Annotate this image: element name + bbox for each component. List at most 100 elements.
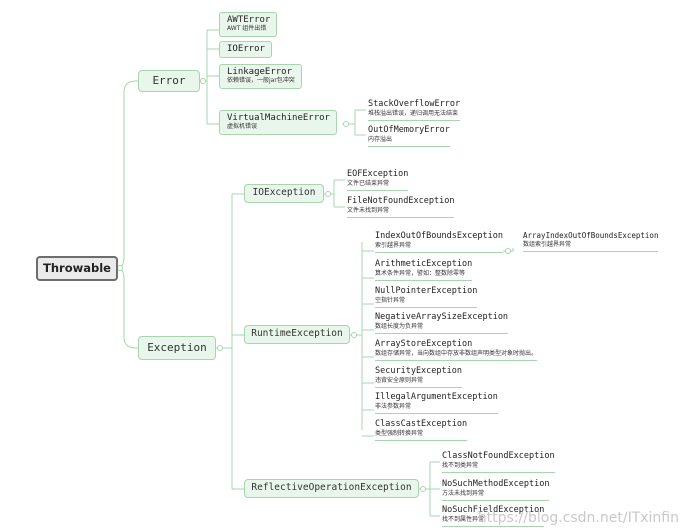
leaf-title: OutOfMemoryError xyxy=(368,125,450,135)
leaf-classnotfoundexception[interactable]: ClassNotFoundException 找不到类异常 xyxy=(442,451,555,473)
connector-root-error xyxy=(117,80,138,269)
leaf-title: ArithmeticException xyxy=(375,259,473,269)
leaf-title: NullPointerException xyxy=(375,286,478,296)
leaf-underline xyxy=(375,279,473,281)
junction-vm xyxy=(343,121,349,127)
branch-node-exception[interactable]: Exception xyxy=(138,336,216,360)
leaf-note: 找不到属性异常 xyxy=(442,515,485,523)
node-virtualmachineerror[interactable]: VirtualMachineError 虚拟机错误 xyxy=(219,110,337,136)
leaf-classcastexception[interactable]: ClassCastException 类型强制转换异常 xyxy=(375,419,468,441)
leaf-underline xyxy=(442,499,550,501)
leaf-note: 数组长度为负异常 xyxy=(375,322,424,330)
node-note: AWT 组件出错 xyxy=(227,25,267,33)
leaf-note: 类型强制转换异常 xyxy=(375,429,424,437)
leaf-title: FileNotFoundException xyxy=(347,196,455,206)
leaf-illegalargumentexception[interactable]: IllegalArgumentException 非法参数异常 xyxy=(375,392,498,414)
leaf-note: 内存溢出 xyxy=(368,135,393,143)
connector-exception-fan xyxy=(216,193,244,490)
node-runtimeexception[interactable]: RuntimeException xyxy=(244,325,350,344)
leaf-title: EOFException xyxy=(347,169,409,179)
leaf-note: 文件未找到异常 xyxy=(347,206,390,214)
leaf-note: 方法未找到异常 xyxy=(442,489,485,497)
junction-index xyxy=(505,248,511,254)
leaf-note: 索引越界异常 xyxy=(375,241,412,249)
branch-label: Error xyxy=(152,73,186,87)
node-title: RuntimeException xyxy=(251,328,343,340)
node-ioerror[interactable]: IOError xyxy=(219,41,272,59)
node-reflectiveoperationexception[interactable]: ReflectiveOperationException xyxy=(244,479,419,498)
node-note: 依赖错误，一般jar包冲突 xyxy=(227,77,295,85)
leaf-underline xyxy=(347,216,455,218)
leaf-outofmemoryerror[interactable]: OutOfMemoryError 内存溢出 xyxy=(368,125,450,147)
branch-label: Exception xyxy=(147,340,207,354)
junction-reflective xyxy=(420,486,426,492)
leaf-underline xyxy=(375,412,498,414)
node-title: AWTError xyxy=(227,15,271,25)
leaf-title: ArrayStoreException xyxy=(375,339,473,349)
leaf-stackoverflowerror[interactable]: StackOverflowError 堆栈溢出错误，递归调用无法结束 xyxy=(368,99,461,121)
leaf-title: NegativeArraySizeException xyxy=(375,312,509,322)
leaf-arrayindexoutofboundsexception[interactable]: ArrayIndexOutOfBoundsException 数组索引越界异常 xyxy=(523,231,659,252)
junction-runtime xyxy=(351,332,357,338)
leaf-underline xyxy=(375,306,478,308)
leaf-note: 文件已结束异常 xyxy=(347,179,390,187)
node-ioexception[interactable]: IOException xyxy=(244,184,324,203)
junction-root xyxy=(117,265,123,271)
connector-index-child xyxy=(503,248,514,252)
leaf-nosuchmethodexception[interactable]: NoSuchMethodException 方法未找到异常 xyxy=(442,479,550,501)
leaf-note: 违背安全原则异常 xyxy=(375,376,424,384)
node-title: ReflectiveOperationException xyxy=(251,482,412,494)
watermark: https://blog.csdn.net/ITxinfin xyxy=(477,510,679,526)
node-linkageerror[interactable]: LinkageError 依赖错误，一般jar包冲突 xyxy=(219,64,302,90)
leaf-title: StackOverflowError xyxy=(368,99,461,109)
leaf-negativearraysizeexception[interactable]: NegativeArraySizeException 数组长度为负异常 xyxy=(375,312,509,334)
leaf-title: NoSuchMethodException xyxy=(442,479,550,489)
leaf-underline xyxy=(347,189,409,191)
leaf-underline xyxy=(375,359,538,361)
leaf-title: IndexOutOfBoundsException xyxy=(375,231,503,241)
leaf-note: 找不到类异常 xyxy=(442,461,479,469)
connector-error-fan xyxy=(200,29,219,125)
leaf-underline xyxy=(375,439,468,441)
leaf-underline xyxy=(442,471,555,473)
leaf-title: IllegalArgumentException xyxy=(375,392,498,402)
leaf-underline xyxy=(523,250,659,252)
leaf-note: 数组存储异常，当向数组中存放非数组声明类型对象时抛出。 xyxy=(375,349,538,357)
leaf-securityexception[interactable]: SecurityException 违背安全原则异常 xyxy=(375,366,462,388)
leaf-title: ClassCastException xyxy=(375,419,468,429)
leaf-note: 空指针异常 xyxy=(375,296,406,304)
leaf-eofexception[interactable]: EOFException 文件已结束异常 xyxy=(347,169,409,191)
node-note: 虚拟机错误 xyxy=(227,123,258,131)
leaf-arraystoreexception[interactable]: ArrayStoreException 数组存储异常，当向数组中存放非数组声明类… xyxy=(375,339,538,361)
leaf-title: NoSuchFieldException xyxy=(442,505,545,515)
junction-exception xyxy=(217,345,223,351)
leaf-underline xyxy=(375,251,503,253)
node-title: IOError xyxy=(227,44,265,54)
junction-io xyxy=(325,191,331,197)
leaf-note: 非法参数异常 xyxy=(375,402,412,410)
leaf-underline xyxy=(375,386,462,388)
leaf-arithmeticexception[interactable]: ArithmeticException 算术条件异常，譬如：整数除零等 xyxy=(375,259,473,281)
node-title: LinkageError xyxy=(227,67,293,77)
connector-root-exception xyxy=(117,267,138,349)
leaf-underline xyxy=(375,332,509,334)
leaf-underline xyxy=(442,525,545,527)
node-title: VirtualMachineError xyxy=(227,113,330,123)
leaf-title: ArrayIndexOutOfBoundsException xyxy=(523,231,659,240)
leaf-title: SecurityException xyxy=(375,366,462,376)
root-node-throwable[interactable]: Throwable xyxy=(36,256,118,281)
branch-node-error[interactable]: Error xyxy=(138,70,200,92)
node-title: IOException xyxy=(252,187,316,199)
root-label: Throwable xyxy=(43,260,111,275)
leaf-title: ClassNotFoundException xyxy=(442,451,555,461)
leaf-indexoutofboundsexception[interactable]: IndexOutOfBoundsException 索引越界异常 xyxy=(375,231,503,253)
leaf-filenotfoundexception[interactable]: FileNotFoundException 文件未找到异常 xyxy=(347,196,455,218)
leaf-nullpointerexception[interactable]: NullPointerException 空指针异常 xyxy=(375,286,478,308)
leaf-note: 数组索引越界异常 xyxy=(523,240,572,248)
leaf-note: 算术条件异常，譬如：整数除零等 xyxy=(375,269,466,277)
leaf-nosuchfieldexception[interactable]: NoSuchFieldException 找不到属性异常 xyxy=(442,505,545,527)
node-awterror[interactable]: AWTError AWT 组件出错 xyxy=(219,12,278,38)
leaf-underline xyxy=(368,119,461,121)
